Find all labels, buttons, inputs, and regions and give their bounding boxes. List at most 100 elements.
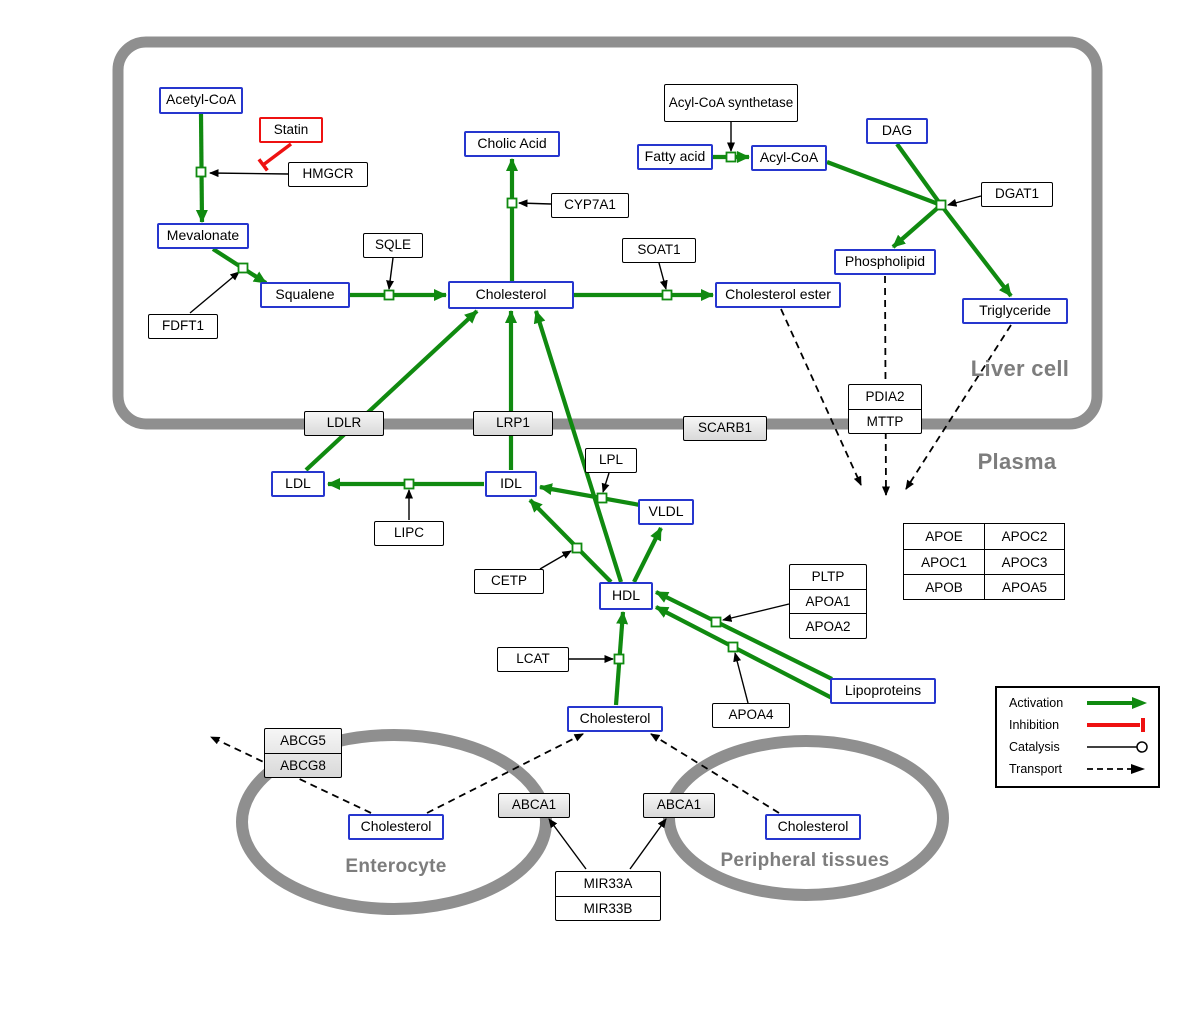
edge-hdl-vldl xyxy=(632,527,663,583)
node-squalene[interactable]: Squalene xyxy=(260,282,350,308)
stack-row-apoa1[interactable]: APOA1 xyxy=(790,588,866,614)
node-lcat[interactable]: LCAT xyxy=(497,646,569,672)
table-cell-apoc1[interactable]: APOC1 xyxy=(904,549,984,574)
edge-lipoproteins-hdl-lower xyxy=(655,605,833,700)
node-statin[interactable]: Statin xyxy=(259,117,323,143)
legend-symbol-transport xyxy=(1087,764,1145,774)
table-cell-apob[interactable]: APOB xyxy=(904,574,984,599)
node-sqle[interactable]: SQLE xyxy=(363,232,423,258)
stack-row-pltp[interactable]: PLTP xyxy=(811,569,845,585)
node-cetp[interactable]: CETP xyxy=(474,568,544,594)
node-abca1-peripheral[interactable]: ABCA1 xyxy=(643,792,715,818)
stack-row-apoa2[interactable]: APOA2 xyxy=(790,613,866,638)
node-vldl[interactable]: VLDL xyxy=(638,499,694,525)
edge-sqle-catalysis xyxy=(386,257,395,290)
node-fatty-acid[interactable]: Fatty acid xyxy=(637,144,713,170)
table-cell-apoc3[interactable]: APOC3 xyxy=(984,549,1064,574)
edge-dag-junction xyxy=(895,142,943,207)
edge-junction-triglyceride xyxy=(939,203,1013,298)
legend-label-activation: Activation xyxy=(1009,696,1064,710)
legend-row-activation: Activation xyxy=(997,692,1158,714)
legend-label-transport: Transport xyxy=(1009,762,1063,776)
node-cholesterol-ester[interactable]: Cholesterol ester xyxy=(715,282,841,308)
node-cholesterol-enterocyte[interactable]: Cholesterol xyxy=(348,814,444,840)
node-acyl-coa-synthetase[interactable]: Acyl-CoA synthetase xyxy=(664,84,798,122)
stack-row-pdia2[interactable]: PDIA2 xyxy=(865,389,905,405)
node-apoa4[interactable]: APOA4 xyxy=(712,702,790,728)
reaction-node xyxy=(727,641,739,653)
node-ldlr[interactable]: LDLR xyxy=(304,410,384,436)
reaction-node xyxy=(237,262,249,274)
stack-row-mir33b[interactable]: MIR33B xyxy=(556,895,660,921)
edge-hdl-idl xyxy=(528,498,613,584)
node-fdft1[interactable]: FDFT1 xyxy=(148,313,218,339)
node-acetyl-coa[interactable]: Acetyl-CoA xyxy=(159,86,243,114)
table-cell-apoe[interactable]: APOE xyxy=(925,529,963,544)
edge-vldl-idl xyxy=(539,483,641,508)
edge-cetp-catalysis xyxy=(539,550,572,570)
legend-symbol-activation xyxy=(1087,697,1147,709)
legend-row-catalysis: Catalysis xyxy=(997,736,1158,758)
stack-row-mttp[interactable]: MTTP xyxy=(849,408,921,434)
node-mevalonate[interactable]: Mevalonate xyxy=(157,223,249,249)
edge-peripheral-cholesterol-plasma xyxy=(650,733,780,814)
reaction-node xyxy=(661,289,673,301)
reaction-node xyxy=(725,151,737,163)
edge-cholesterolester-plasma xyxy=(780,308,862,486)
node-hmgcr[interactable]: HMGCR xyxy=(288,161,368,187)
edge-enterocyte-cholesterol-plasma xyxy=(426,733,584,814)
legend-symbol-catalysis xyxy=(1087,741,1148,753)
compartment-label-peripheral-tissues: Peripheral tissues xyxy=(720,850,890,871)
node-cholesterol-plasma[interactable]: Cholesterol xyxy=(567,706,663,732)
edge-fdft1-catalysis xyxy=(189,271,240,314)
stack-row-abcg8[interactable]: ABCG8 xyxy=(265,752,341,778)
table-cell-apoc2[interactable]: APOC2 xyxy=(984,524,1064,549)
node-triglyceride[interactable]: Triglyceride xyxy=(962,298,1068,324)
edge-dgat1-catalysis xyxy=(947,195,982,207)
node-cholesterol-liver[interactable]: Cholesterol xyxy=(448,281,574,309)
compartment-liver-cell xyxy=(112,36,1103,430)
node-phospholipid[interactable]: Phospholipid xyxy=(834,249,936,275)
reaction-node xyxy=(403,478,415,490)
node-ldl[interactable]: LDL xyxy=(271,471,325,497)
node-dag[interactable]: DAG xyxy=(866,118,928,144)
node-cyp7a1[interactable]: CYP7A1 xyxy=(551,192,629,218)
edge-mir33-abca1-peripheral xyxy=(629,818,667,870)
compartment-label-plasma: Plasma xyxy=(977,449,1057,474)
node-soat1[interactable]: SOAT1 xyxy=(622,237,696,263)
node-idl[interactable]: IDL xyxy=(485,471,537,497)
reaction-node xyxy=(613,653,625,665)
edge-triglyceride-plasma xyxy=(905,324,1012,490)
node-lipoproteins[interactable]: Lipoproteins xyxy=(830,678,936,704)
node-lpl[interactable]: LPL xyxy=(585,447,637,473)
reaction-node xyxy=(935,199,947,211)
node-cholic-acid[interactable]: Cholic Acid xyxy=(464,131,560,157)
table-cell-apoa5[interactable]: APOA5 xyxy=(984,574,1064,599)
reaction-node xyxy=(710,616,722,628)
node-lrp1[interactable]: LRP1 xyxy=(473,410,553,436)
node-acyl-coa[interactable]: Acyl-CoA xyxy=(751,145,827,171)
reaction-node xyxy=(571,542,583,554)
node-lipc[interactable]: LIPC xyxy=(374,520,444,546)
node-dgat1[interactable]: DGAT1 xyxy=(981,181,1053,207)
reaction-node xyxy=(506,197,518,209)
edge-apoa4-catalysis xyxy=(733,652,749,704)
node-scarb1[interactable]: SCARB1 xyxy=(683,415,767,441)
edge-ldl-cholesterol xyxy=(304,309,479,472)
legend-symbol-inhibition xyxy=(1087,718,1145,732)
stack-mir33a-mir33b: MIR33A MIR33B xyxy=(555,871,661,921)
stack-row-mir33a[interactable]: MIR33A xyxy=(583,876,633,892)
node-abca1-enterocyte[interactable]: ABCA1 xyxy=(498,792,570,818)
node-hdl[interactable]: HDL xyxy=(599,582,653,610)
compartment-label-enterocyte: Enterocyte xyxy=(345,856,447,877)
edge-acylcoa-junction xyxy=(826,160,942,207)
node-cholesterol-peripheral[interactable]: Cholesterol xyxy=(765,814,861,840)
stack-row-abcg5[interactable]: ABCG5 xyxy=(280,733,326,749)
